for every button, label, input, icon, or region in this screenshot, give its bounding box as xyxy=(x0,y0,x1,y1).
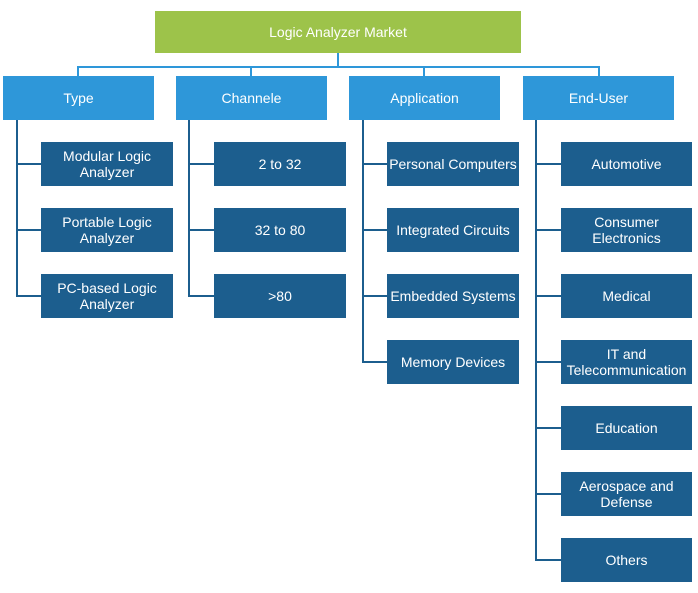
leaf-type-1-label: Modular Logic Analyzer xyxy=(63,148,151,180)
application-branch-3 xyxy=(362,295,387,297)
type-spine xyxy=(16,120,18,297)
leaf-enduser-1-label: Automotive xyxy=(591,156,662,172)
enduser-branch-2 xyxy=(535,229,561,231)
application-branch-4 xyxy=(362,361,387,363)
leaf-type-2-label: Portable Logic Analyzer xyxy=(62,214,152,246)
leaf-type-1: Modular Logic Analyzer xyxy=(41,142,173,186)
channele-branch-3 xyxy=(188,295,214,297)
category-bus xyxy=(78,66,600,68)
application-drop xyxy=(423,66,425,77)
category-application: Application xyxy=(349,76,500,120)
enduser-branch-1 xyxy=(535,163,561,165)
category-application-label: Application xyxy=(390,90,459,106)
application-branch-1 xyxy=(362,163,387,165)
leaf-enduser-4: IT and Telecommunication xyxy=(561,340,692,384)
leaf-enduser-3-label: Medical xyxy=(602,288,651,304)
leaf-channele-1-label: 2 to 32 xyxy=(258,156,302,172)
leaf-enduser-5: Education xyxy=(561,406,692,450)
leaf-channele-2: 32 to 80 xyxy=(214,208,346,252)
leaf-enduser-3: Medical xyxy=(561,274,692,318)
leaf-application-1: Personal Computers xyxy=(387,142,519,186)
type-branch-2 xyxy=(16,229,41,231)
channele-branch-1 xyxy=(188,163,214,165)
leaf-enduser-6-label: Aerospace and Defense xyxy=(579,478,674,510)
leaf-enduser-7: Others xyxy=(561,538,692,582)
leaf-type-2: Portable Logic Analyzer xyxy=(41,208,173,252)
leaf-channele-3: >80 xyxy=(214,274,346,318)
leaf-enduser-1: Automotive xyxy=(561,142,692,186)
root-node: Logic Analyzer Market xyxy=(155,11,521,53)
leaf-application-3-label: Embedded Systems xyxy=(390,288,516,304)
application-branch-2 xyxy=(362,229,387,231)
leaf-channele-2-label: 32 to 80 xyxy=(254,222,306,238)
category-type: Type xyxy=(3,76,154,120)
leaf-channele-1: 2 to 32 xyxy=(214,142,346,186)
enduser-branch-5 xyxy=(535,427,561,429)
enduser-drop xyxy=(598,66,600,77)
leaf-type-3-label: PC-based Logic Analyzer xyxy=(57,280,157,312)
application-spine xyxy=(362,120,364,363)
leaf-application-3: Embedded Systems xyxy=(387,274,519,318)
leaf-enduser-4-label: IT and Telecommunication xyxy=(566,346,687,378)
leaf-enduser-7-label: Others xyxy=(605,552,648,568)
leaf-enduser-2: Consumer Electronics xyxy=(561,208,692,252)
enduser-branch-3 xyxy=(535,295,561,297)
channele-spine xyxy=(188,120,190,297)
enduser-branch-4 xyxy=(535,361,561,363)
channele-branch-2 xyxy=(188,229,214,231)
type-branch-3 xyxy=(16,295,41,297)
category-type-label: Type xyxy=(63,90,94,106)
leaf-enduser-2-label: Consumer Electronics xyxy=(592,214,661,246)
channele-drop xyxy=(250,66,252,77)
leaf-enduser-6: Aerospace and Defense xyxy=(561,472,692,516)
leaf-type-3: PC-based Logic Analyzer xyxy=(41,274,173,318)
leaf-application-4-label: Memory Devices xyxy=(400,354,506,370)
category-end-user-label: End-User xyxy=(568,90,629,106)
enduser-spine xyxy=(535,120,537,561)
leaf-application-4: Memory Devices xyxy=(387,340,519,384)
leaf-application-1-label: Personal Computers xyxy=(389,156,517,172)
leaf-enduser-5-label: Education xyxy=(595,420,658,436)
type-branch-1 xyxy=(16,163,41,165)
category-channele-label: Channele xyxy=(221,90,282,106)
category-channele: Channele xyxy=(176,76,327,120)
type-drop xyxy=(77,66,79,77)
enduser-branch-7 xyxy=(535,559,561,561)
category-end-user: End-User xyxy=(523,76,674,120)
leaf-application-2-label: Integrated Circuits xyxy=(396,222,510,238)
leaf-application-2: Integrated Circuits xyxy=(387,208,519,252)
enduser-branch-6 xyxy=(535,493,561,495)
root-connector xyxy=(337,53,339,67)
root-title: Logic Analyzer Market xyxy=(269,24,407,40)
leaf-channele-3-label: >80 xyxy=(268,288,292,304)
